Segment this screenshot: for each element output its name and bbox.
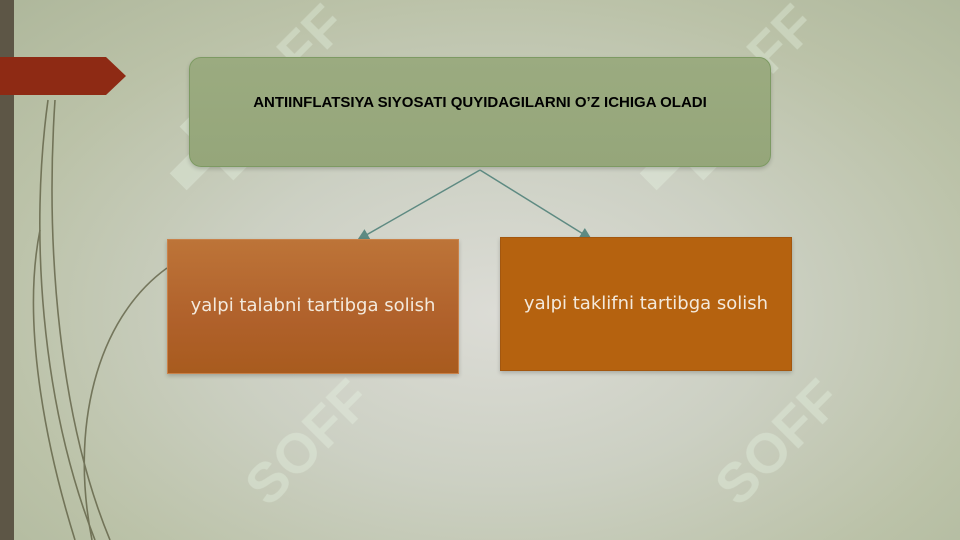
watermark-text: SOFF xyxy=(232,367,382,517)
branch-box-supply: yalpi taklifni tartibga solish xyxy=(500,237,792,371)
title-text: ANTIINFLATSIYA SIYOSATI QUYIDAGILARNI O’… xyxy=(253,94,707,111)
watermark-text: SOFF xyxy=(702,367,852,517)
branch-label-demand: yalpi talabni tartibga solish xyxy=(190,295,436,316)
red-arrow-tab xyxy=(0,57,126,95)
branch-box-demand: yalpi talabni tartibga solish xyxy=(167,239,459,374)
title-box: ANTIINFLATSIYA SIYOSATI QUYIDAGILARNI O’… xyxy=(189,57,771,167)
branch-label-supply: yalpi taklifni tartibga solish xyxy=(523,293,769,314)
left-accent-bar xyxy=(0,0,14,540)
